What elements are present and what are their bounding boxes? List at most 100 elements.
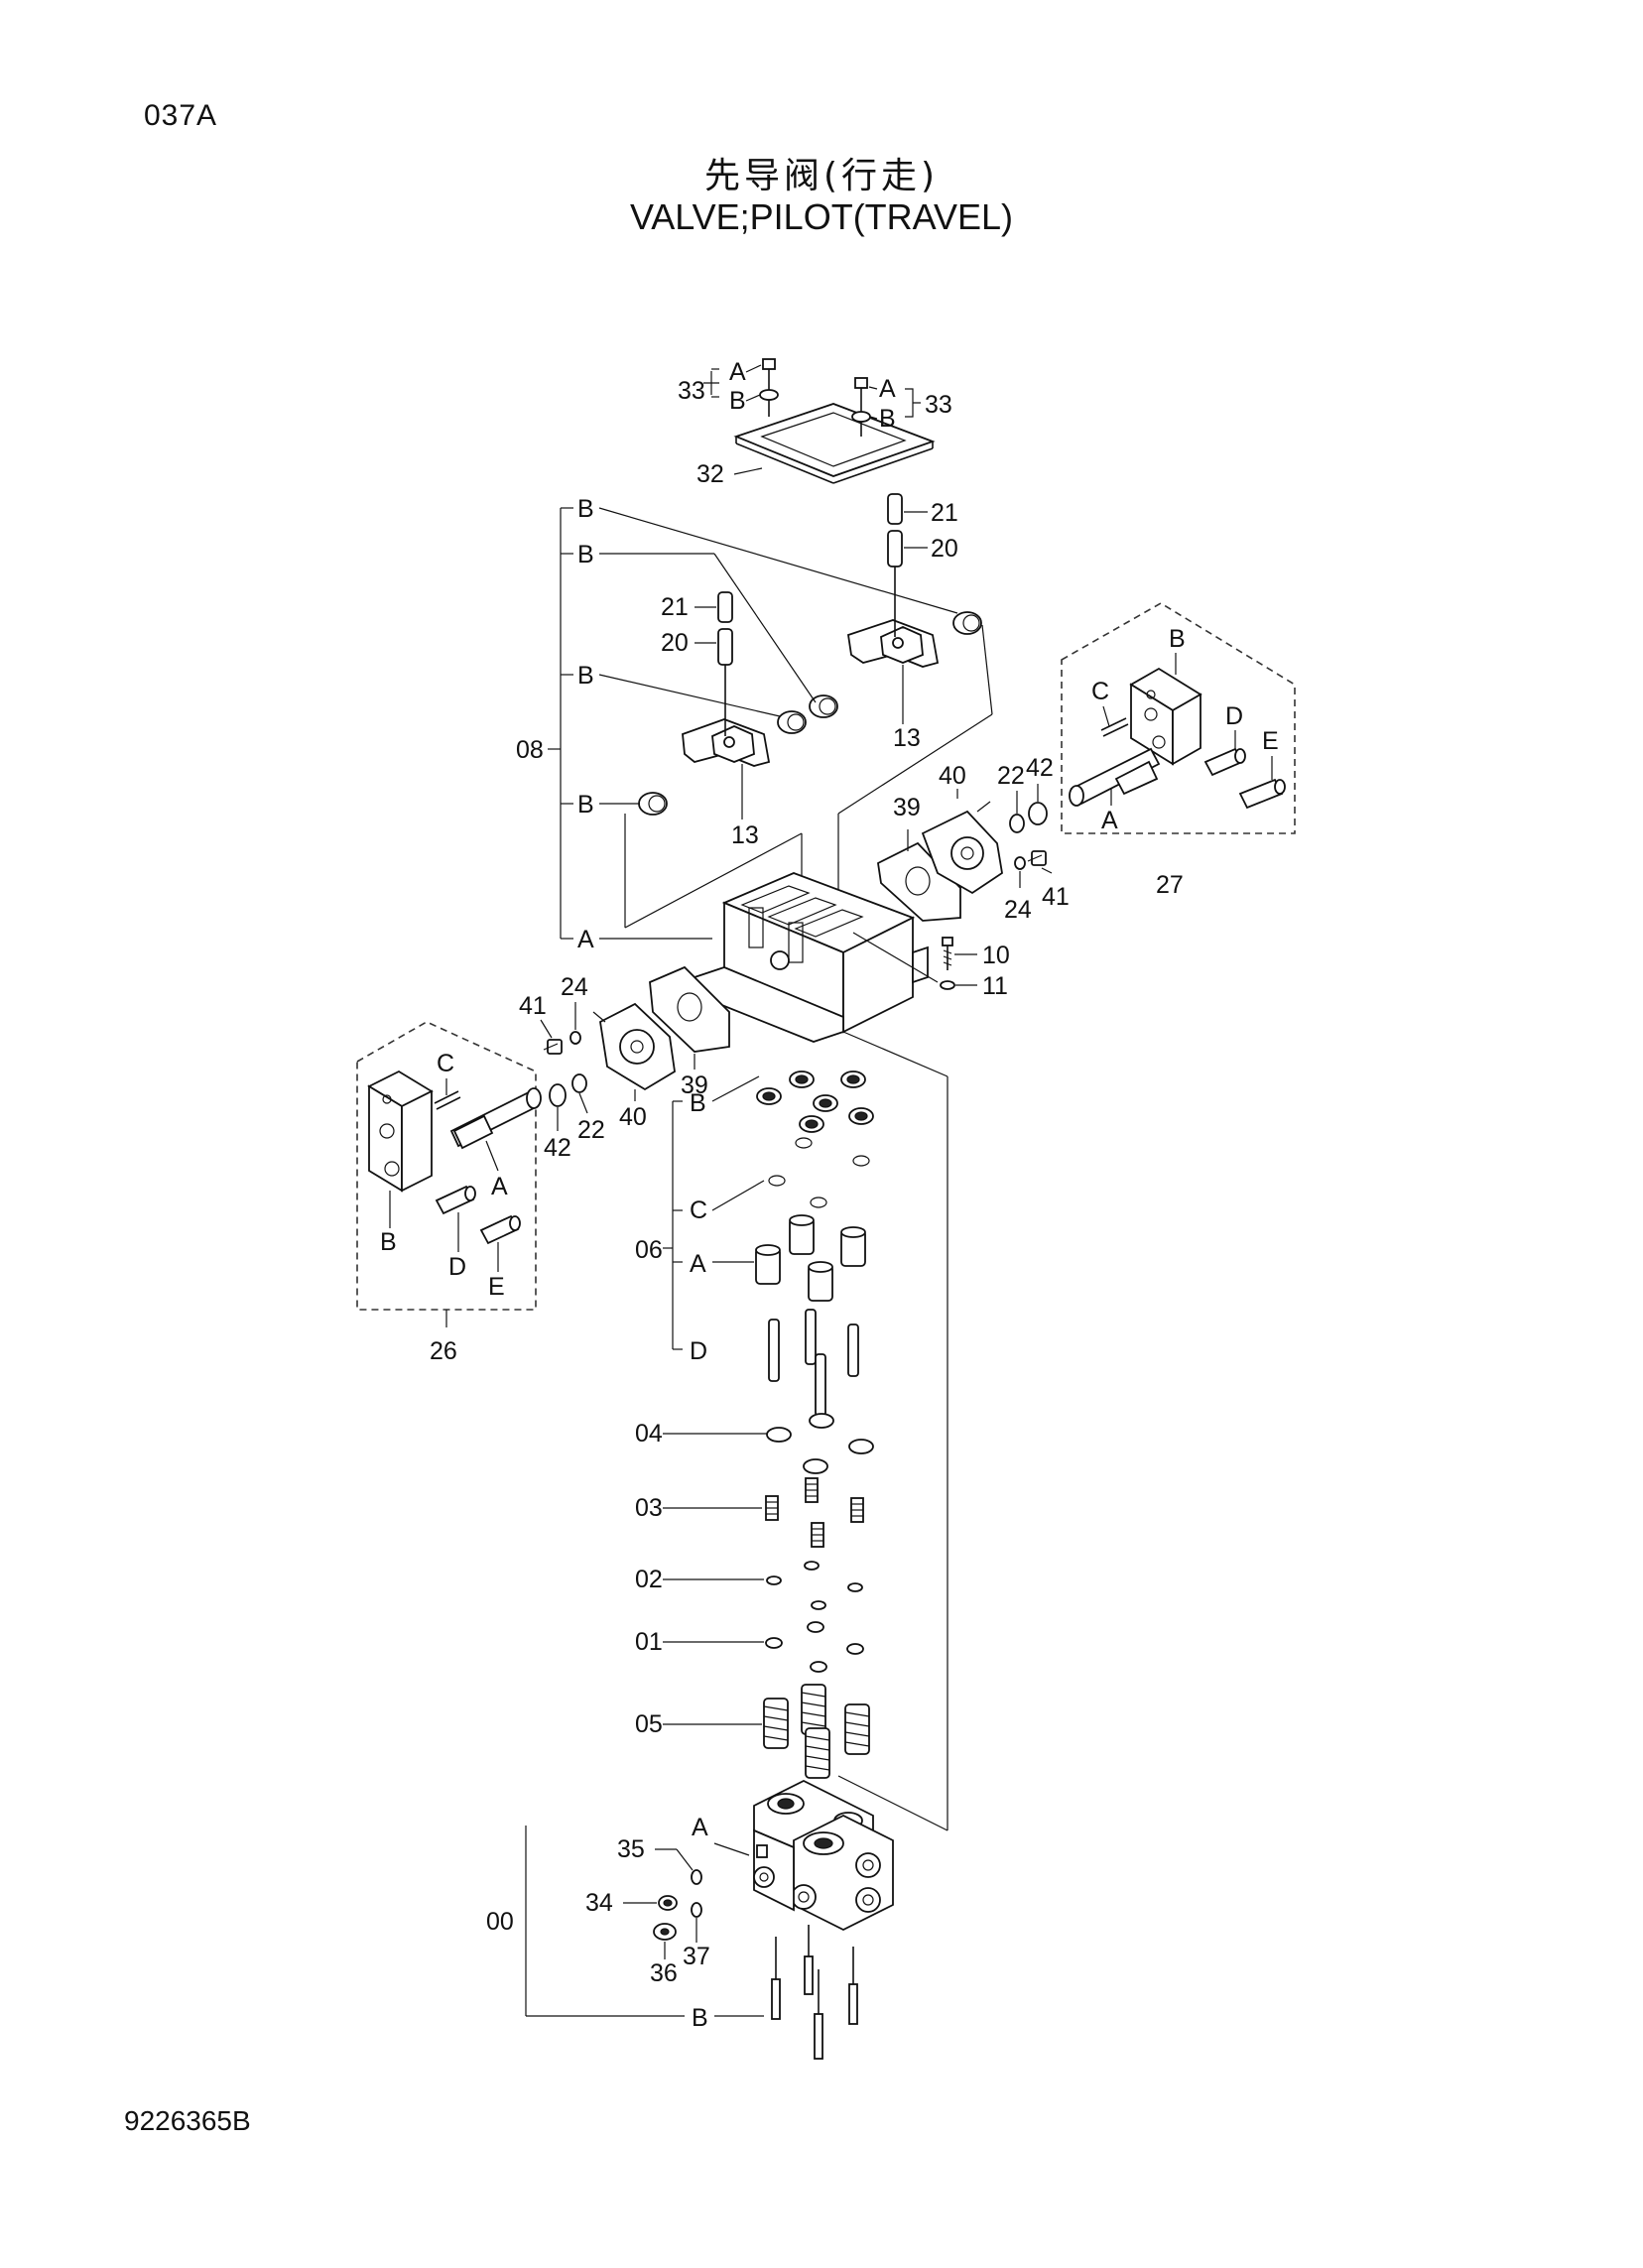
screw-41-left-icon — [543, 1039, 563, 1055]
callout-26-a: A — [491, 1173, 508, 1200]
callout-20-mid: 20 — [661, 629, 689, 657]
callout-06: 06 — [635, 1236, 663, 1264]
seal-cap-icons — [756, 1071, 874, 1133]
callout-01: 01 — [635, 1628, 663, 1656]
oring-37-icon — [691, 1902, 702, 1918]
pin-21-top-icon — [887, 493, 903, 525]
shaft-26a-icon — [449, 1087, 542, 1150]
bolt-33a-left-icon — [759, 358, 779, 417]
screw-10-icon — [942, 937, 953, 970]
callout-26: 26 — [430, 1337, 457, 1365]
group-27-box — [1061, 602, 1296, 834]
callout-42-left: 42 — [544, 1134, 571, 1162]
callout-21-top: 21 — [931, 499, 958, 527]
pin-26d-icon — [435, 1185, 476, 1215]
pin-26c-icon — [434, 1090, 461, 1110]
callout-39-right: 39 — [893, 794, 921, 821]
callout-22-right: 22 — [997, 762, 1025, 790]
cam-13-left-icon — [682, 665, 771, 767]
callout-41-right: 41 — [1042, 883, 1070, 911]
pin-27c-icon — [1100, 717, 1129, 737]
washer-24-right-icon — [1014, 856, 1026, 870]
spring-03-icons — [765, 1477, 864, 1548]
page-code: 037A — [144, 99, 218, 132]
oring-22-left-icon — [571, 1073, 587, 1093]
cover-40-left-icon — [592, 1002, 676, 1091]
callout-33-left-b: B — [729, 387, 746, 415]
callout-11: 11 — [982, 972, 1008, 1000]
callout-42-right: 42 — [1026, 754, 1054, 782]
block-27b-icon — [1129, 667, 1202, 766]
callout-13-left: 13 — [731, 821, 759, 849]
callout-13-right: 13 — [893, 724, 921, 752]
callout-33-right-b: B — [879, 405, 896, 433]
retainer-04-icons — [766, 1413, 874, 1474]
callout-26-e: E — [488, 1273, 505, 1301]
spool-06d-icons — [768, 1309, 859, 1417]
callout-33-left-a: A — [729, 358, 746, 386]
callout-40-right: 40 — [939, 762, 966, 790]
callout-08-b1: B — [577, 495, 594, 523]
callout-37: 37 — [683, 1943, 710, 1970]
callout-08-b3: B — [577, 662, 594, 690]
block-26b-icon — [367, 1070, 434, 1193]
washer-01-icons — [765, 1621, 864, 1673]
callout-22-left: 22 — [577, 1116, 605, 1144]
cam-13-right-icon — [846, 567, 940, 668]
callout-00-a: A — [692, 1814, 708, 1841]
callout-34: 34 — [585, 1889, 613, 1917]
washer-11-icon — [940, 980, 955, 990]
callout-27-a: A — [1101, 807, 1118, 834]
callout-02: 02 — [635, 1566, 663, 1593]
callout-33-left: 33 — [678, 377, 705, 405]
bushing-icons — [638, 611, 982, 816]
valve-body-icon — [694, 872, 929, 1043]
callout-24-left: 24 — [561, 973, 588, 1001]
callout-26-d: D — [448, 1253, 466, 1281]
callout-32: 32 — [696, 460, 724, 488]
plug-06a-icons — [755, 1214, 866, 1302]
plug-34-icon — [658, 1895, 678, 1911]
callout-04: 04 — [635, 1420, 663, 1448]
gasket-39-left-icon — [649, 965, 730, 1053]
pin-27d-icon — [1203, 747, 1246, 777]
pin-27e-icon — [1238, 778, 1286, 810]
shim-ring-icons — [768, 1137, 870, 1208]
callout-36: 36 — [650, 1959, 678, 1987]
plug-36-icon — [653, 1923, 677, 1941]
cover-40-right-icon — [921, 801, 1003, 895]
callout-00-b: B — [692, 2004, 708, 2032]
callout-08: 08 — [516, 736, 544, 764]
callout-03: 03 — [635, 1494, 663, 1522]
callout-26-c: C — [437, 1050, 454, 1077]
gasket-39-right-icon — [877, 841, 961, 922]
pin-26e-icon — [479, 1214, 521, 1245]
title-chinese: 先导阀(行走) — [703, 156, 940, 196]
oring-22-right-icon — [1009, 814, 1025, 833]
screw-41-right-icon — [1027, 850, 1047, 866]
pin-21-mid-icon — [717, 591, 733, 623]
callout-40-left: 40 — [619, 1103, 647, 1131]
callout-05: 05 — [635, 1710, 663, 1738]
callout-24-right: 24 — [1004, 896, 1032, 924]
callout-06-d: D — [690, 1337, 707, 1365]
oring-42-right-icon — [1028, 802, 1048, 825]
washer-02-icons — [766, 1561, 863, 1610]
callout-35: 35 — [617, 1835, 645, 1863]
spring-05-icons — [763, 1684, 870, 1779]
callout-08-a: A — [577, 926, 594, 953]
group-26-box — [356, 1021, 537, 1311]
shaft-27a-icon — [1069, 747, 1161, 807]
callout-27: 27 — [1156, 871, 1184, 899]
title-english: VALVE;PILOT(TRAVEL) — [629, 196, 1014, 237]
callout-08-b4: B — [577, 791, 594, 819]
callout-27-c: C — [1091, 678, 1109, 705]
callout-21-mid: 21 — [661, 593, 689, 621]
pin-20-mid-icon — [717, 628, 733, 666]
callout-39-left: 39 — [681, 1071, 708, 1099]
callout-06-c: C — [690, 1197, 707, 1224]
drawing-number: 9226365B — [124, 2105, 251, 2136]
stem-icons — [771, 1925, 858, 2060]
pin-20-top-icon — [887, 530, 903, 567]
callout-33-right: 33 — [925, 391, 952, 419]
